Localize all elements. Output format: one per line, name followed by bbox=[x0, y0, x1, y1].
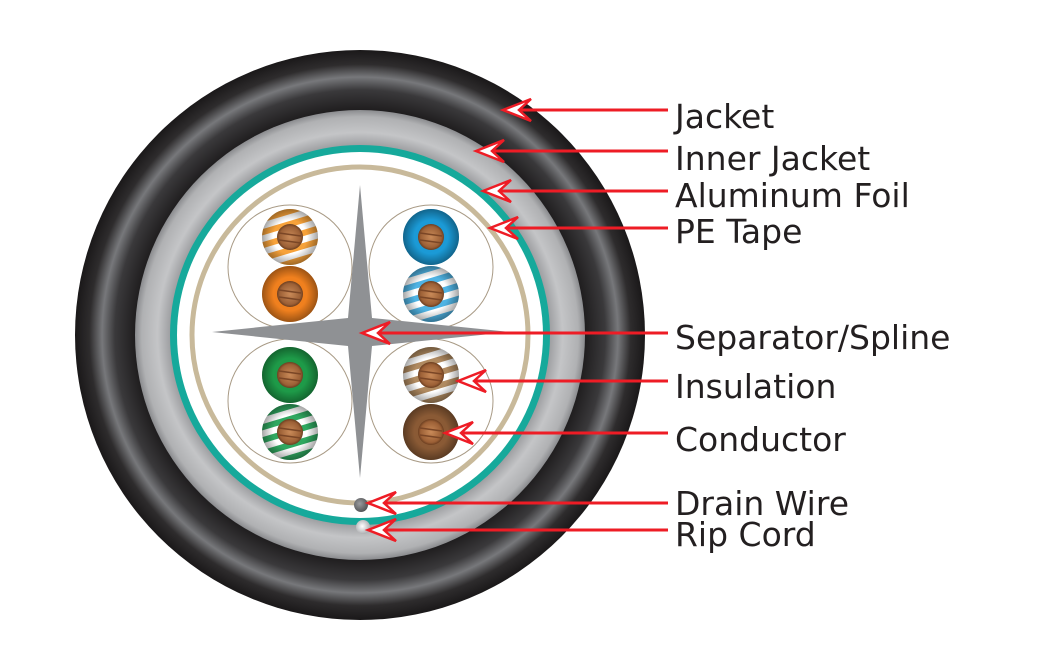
conductor bbox=[418, 281, 444, 307]
label-aluminum-foil: Aluminum Foil bbox=[675, 176, 910, 215]
callout-drain-wire: Drain Wire bbox=[364, 484, 849, 523]
inner-jacket-arrowhead bbox=[472, 138, 505, 164]
conductor bbox=[277, 281, 303, 307]
separator-spline bbox=[212, 185, 510, 478]
callout-insulation: Insulation bbox=[454, 367, 836, 406]
label-pe-tape: PE Tape bbox=[675, 212, 802, 251]
conductor bbox=[277, 362, 303, 388]
label-jacket: Jacket bbox=[673, 97, 774, 136]
jacket-arrowhead bbox=[499, 97, 532, 123]
conductor bbox=[277, 419, 303, 445]
label-inner-jacket: Inner Jacket bbox=[675, 139, 870, 178]
conductor bbox=[418, 362, 444, 388]
callout-inner-jacket: Inner Jacket bbox=[472, 138, 870, 178]
solid-orange-wire bbox=[262, 266, 318, 322]
callout-pe-tape: PE Tape bbox=[486, 212, 802, 251]
drain-wire-arrowhead bbox=[364, 490, 397, 516]
callout-conductor: Conductor bbox=[441, 420, 846, 459]
label-separator-spline: Separator/Spline bbox=[675, 318, 950, 357]
solid-blue-wire bbox=[403, 209, 459, 265]
insulation-arrowhead bbox=[454, 368, 487, 394]
callout-separator-spline: Separator/Spline bbox=[358, 318, 950, 357]
rip-cord-arrowhead bbox=[364, 517, 397, 543]
label-rip-cord: Rip Cord bbox=[675, 515, 816, 554]
rip-cord bbox=[356, 520, 370, 534]
callout-aluminum-foil: Aluminum Foil bbox=[479, 176, 910, 215]
drain-wire bbox=[354, 498, 368, 512]
callout-jacket: Jacket bbox=[499, 97, 774, 136]
aluminum-foil-arrowhead bbox=[479, 178, 512, 204]
callout-rip-cord: Rip Cord bbox=[364, 515, 816, 554]
striped-green-wire bbox=[262, 404, 318, 460]
conductor bbox=[277, 224, 303, 250]
conductor bbox=[418, 224, 444, 250]
label-insulation: Insulation bbox=[675, 367, 836, 406]
solid-green-wire bbox=[262, 347, 318, 403]
pe-tape-arrowhead bbox=[486, 215, 519, 241]
conductor-arrowhead bbox=[441, 420, 474, 446]
label-drain-wire: Drain Wire bbox=[675, 484, 849, 523]
separator-spline-arrowhead bbox=[358, 320, 391, 346]
conductor bbox=[418, 419, 444, 445]
label-conductor: Conductor bbox=[675, 420, 846, 459]
solid-brown-wire bbox=[403, 404, 459, 460]
